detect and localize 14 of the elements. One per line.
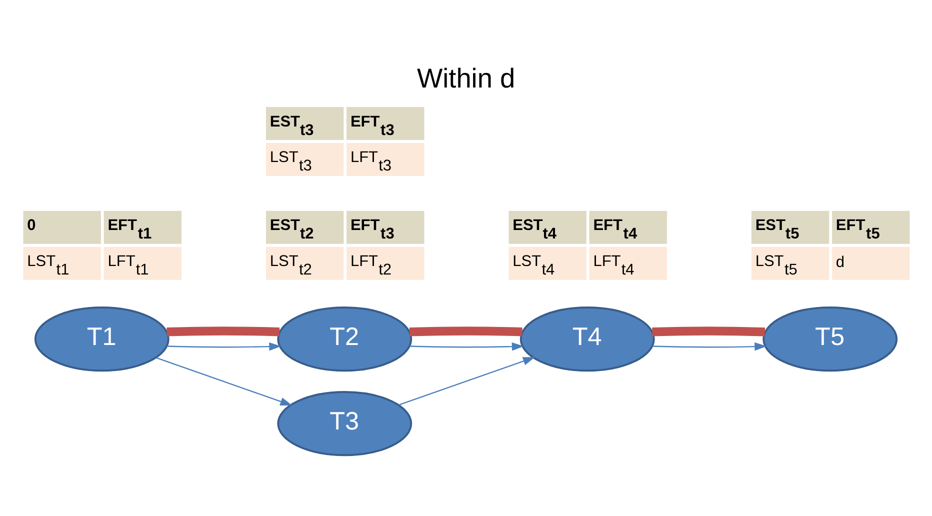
connector bbox=[409, 326, 522, 336]
arrow bbox=[398, 356, 536, 405]
connector bbox=[166, 326, 280, 336]
node-ellipse: T1 bbox=[34, 306, 170, 372]
node-ellipse: T3 bbox=[277, 390, 412, 456]
arrow bbox=[156, 356, 292, 406]
node-ellipse: T5 bbox=[762, 306, 898, 372]
arrow bbox=[166, 342, 282, 350]
arrow bbox=[409, 342, 524, 350]
node-ellipse: T2 bbox=[277, 306, 412, 372]
arrow bbox=[652, 342, 767, 350]
diagram-title: Within d bbox=[416, 62, 516, 94]
node-ellipse: T4 bbox=[520, 306, 655, 372]
connector bbox=[652, 326, 766, 336]
